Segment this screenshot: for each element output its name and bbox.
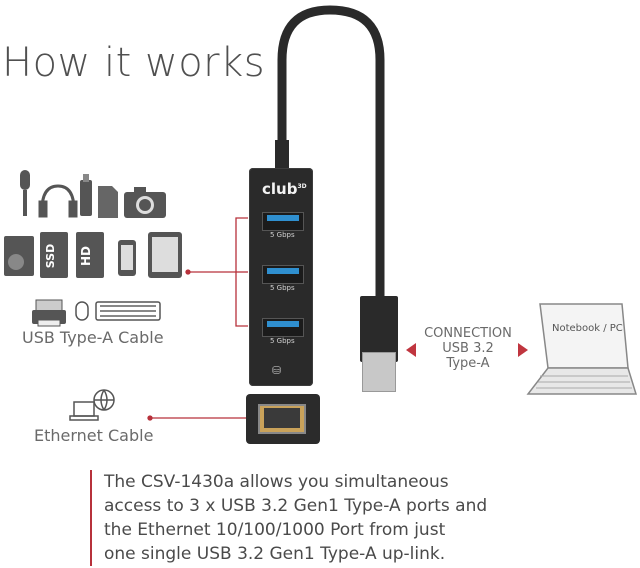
port-speed-label: 5 Gbps [270,231,295,239]
hd-icon: HD [76,232,104,278]
page-title: How it works [2,40,266,86]
network-computer-icon [69,389,115,421]
usb-port-1 [262,212,304,231]
svg-text:SSD: SSD [44,244,57,268]
connection-arrows [406,343,528,357]
network-glyph-icon: ⛁ [272,364,282,377]
port-bracket [185,217,248,327]
description-line: access to 3 x USB 3.2 Gen1 Type-A ports … [104,496,488,516]
svg-text:HD: HD [79,246,93,266]
usb-cable-label: USB Type-A Cable [22,328,164,347]
microphone-icon [20,170,30,216]
notebook-label: Notebook / PC [552,323,623,334]
usb-plug-tip [362,352,396,392]
ssd-icon: SSD [40,232,68,278]
camera-icon [124,187,166,218]
brand-sup: 3D [297,183,307,190]
phone-icon [118,240,136,276]
connection-line-3: Type-A [446,356,490,371]
description-line: The CSV-1430a allows you simultaneous [104,472,449,492]
sd-card-icon [98,186,118,218]
ethernet-connector-line [147,415,246,421]
laptop-icon [526,303,638,395]
usb-plug [360,296,398,362]
keyboard-icon [95,301,161,321]
headphones-icon [38,184,78,218]
connection-line-2: USB 3.2 [442,341,494,356]
port-speed-label: 5 Gbps [270,284,295,292]
ethernet-cable-label: Ethernet Cable [34,426,154,445]
ethernet-port-inner [264,408,300,428]
usb-stick-icon [80,174,92,216]
printer-icon [32,299,66,327]
club-logo: club3D [262,180,307,198]
connection-label: CONNECTION USB 3.2 Type-A [418,326,518,371]
mouse-icon [75,301,89,321]
description-line: the Ethernet 10/100/1000 Port from just [104,520,446,540]
port-speed-label: 5 Gbps [270,337,295,345]
description: The CSV-1430a allows you simultaneous ac… [104,470,604,566]
description-line: one single USB 3.2 Gen1 Type-A up-link. [104,544,446,564]
description-accent-bar [90,470,92,566]
usb-port-2 [262,265,304,284]
tablet-icon [148,232,182,278]
usb-port-3 [262,318,304,337]
hdd-icon [4,236,34,276]
connection-line-1: CONNECTION [424,326,512,341]
usb-cable [277,5,385,301]
cable-strain-relief [275,140,289,170]
brand-text: club [262,180,298,198]
